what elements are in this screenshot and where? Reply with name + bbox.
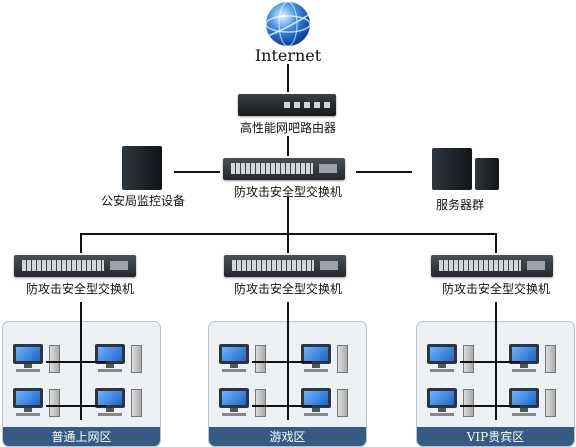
drop-left [80, 233, 82, 253]
zone-branch [46, 361, 106, 363]
globe-icon [265, 1, 311, 47]
zone-branch [46, 405, 106, 407]
access-switch-middle [224, 255, 346, 277]
router-label: 高性能网吧路由器 [239, 121, 336, 135]
router-device [238, 94, 336, 116]
drop-middle [287, 233, 289, 253]
server-group-label: 服务器群 [435, 198, 484, 212]
link-core-servers [356, 171, 412, 173]
core-switch-label: 防攻击安全型交换机 [233, 185, 342, 199]
link-police-core [174, 171, 220, 173]
internet-label: Internet [254, 46, 322, 65]
access-switch-left [14, 255, 136, 277]
zone-branch [252, 361, 312, 363]
zone-label: 普通上网区 [51, 430, 112, 444]
access-switch-label: 防攻击安全型交换机 [233, 282, 342, 296]
access-switch-right [431, 255, 553, 277]
police-device-icon [122, 146, 162, 190]
server-icon [432, 148, 472, 190]
server-icon [475, 158, 499, 190]
access-switch-label: 防攻击安全型交换机 [25, 282, 134, 296]
zone-label: 游戏区 [269, 430, 306, 444]
police-device-label: 公安局监控设备 [100, 194, 185, 208]
access-switch-label: 防攻击安全型交换机 [441, 282, 550, 296]
zone-branch [460, 405, 520, 407]
zone-branch [460, 361, 520, 363]
core-switch-device [223, 158, 345, 180]
link-internet-router [287, 64, 289, 92]
zone-branch [252, 405, 312, 407]
drop-right [495, 233, 497, 253]
zone-label: VIP贵宾区 [466, 430, 525, 444]
link-core-distribution [287, 197, 289, 234]
link-router-core-switch [287, 136, 289, 156]
